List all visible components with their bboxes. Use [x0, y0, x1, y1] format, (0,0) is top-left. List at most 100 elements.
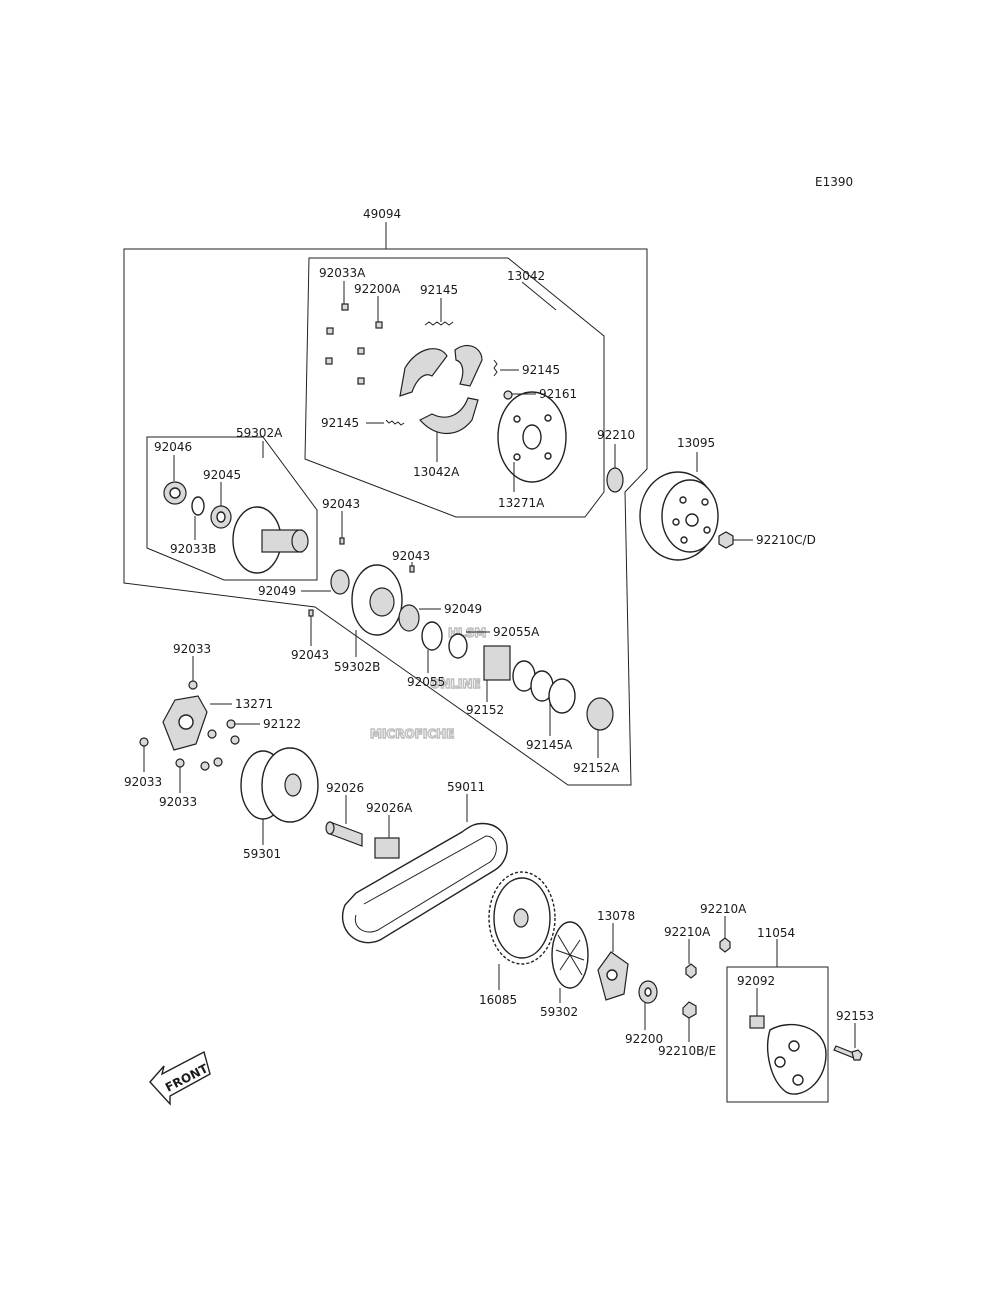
part-labels: 49094 92033A 92200A 92145 13042 92145 92… [124, 207, 874, 1058]
diagram-code: E1390 [815, 175, 853, 189]
part-label-92210: 92210 [597, 428, 635, 442]
part-label-13271: 13271 [235, 697, 273, 711]
part-label-59011: 59011 [447, 780, 485, 794]
movable-driven-face [308, 537, 614, 731]
spring-icon [424, 321, 454, 326]
clutch-plate-hub-icon [522, 424, 542, 450]
roller-icon [207, 729, 217, 739]
guide-icon [139, 737, 149, 747]
part-label-13271a: 13271A [498, 496, 545, 510]
fan-assembly [551, 921, 731, 1019]
nut-icon [503, 390, 513, 400]
nut-icon [685, 963, 697, 979]
hole-icon [788, 1040, 800, 1052]
washer-bore-icon [644, 987, 652, 997]
clutch-shoe-assembly [325, 303, 567, 483]
collar-end-icon [325, 821, 335, 835]
drive-belt-icon [341, 822, 508, 944]
pin-icon [339, 537, 345, 545]
hole-icon [703, 526, 711, 534]
collar-icon [483, 645, 511, 681]
part-label-92046: 92046 [154, 440, 192, 454]
part-label-59302: 59302 [540, 1005, 578, 1019]
part-label-92145a: 92145A [526, 738, 573, 752]
hole-icon [544, 414, 552, 422]
drive-face-bore-icon [284, 773, 302, 797]
part-label-92152: 92152 [466, 703, 504, 717]
seal-icon [330, 569, 350, 595]
leader-lines [143, 222, 856, 1048]
fan-blades-icon [555, 934, 585, 976]
ramp-plate-hub-icon [178, 714, 194, 730]
movable-drive-face [240, 747, 319, 823]
part-label-92145: 92145 [522, 363, 560, 377]
hub-end-icon [291, 529, 309, 553]
clip-icon [325, 357, 333, 365]
part-label-92055a: 92055A [493, 625, 540, 639]
part-label-92122: 92122 [263, 717, 301, 731]
hole-icon [774, 1056, 786, 1068]
part-label-92043: 92043 [322, 497, 360, 511]
spring-coil-icon [548, 678, 576, 714]
clutch-shoe-icon [419, 397, 479, 434]
bearing-bore-icon [216, 511, 226, 523]
part-label-92033: 92033 [124, 775, 162, 789]
bearing-bore-icon [169, 487, 181, 499]
collars [325, 821, 400, 859]
drive-belt-inner-icon [354, 835, 497, 933]
part-label-92026: 92026 [326, 781, 364, 795]
roller-icon [200, 761, 210, 771]
part-label-92200: 92200 [625, 1032, 663, 1046]
part-label-92145: 92145 [420, 283, 458, 297]
part-label-13078: 13078 [597, 909, 635, 923]
part-label-92033: 92033 [159, 795, 197, 809]
circlip-icon [191, 496, 205, 516]
frame-59302A [146, 436, 318, 581]
nut-icon [682, 1001, 697, 1019]
clip-icon [341, 303, 349, 311]
drive-face-sprocket [488, 871, 556, 965]
clip-icon [375, 321, 383, 329]
hole-icon [513, 415, 521, 423]
hole-icon [672, 518, 680, 526]
roller-icon [213, 757, 223, 767]
clutch-shoe-icon [399, 348, 448, 397]
assembly-frames [123, 248, 829, 1103]
part-label-13095: 13095 [677, 436, 715, 450]
clutch-shoe-icon [454, 345, 483, 387]
part-label-92210cd: 92210C/D [756, 533, 816, 547]
clip-icon [357, 377, 365, 385]
o-ring-icon [421, 621, 443, 651]
bracket-assembly [749, 1015, 863, 1095]
clutch-housing [606, 467, 734, 561]
hole-icon [679, 496, 687, 504]
part-label-92033a: 92033A [319, 266, 366, 280]
roller-icon [230, 735, 240, 745]
seal-icon [398, 604, 420, 632]
hole-icon [513, 453, 521, 461]
clip-icon [326, 327, 334, 335]
frame-49094 [123, 248, 648, 786]
hole-icon [606, 969, 618, 981]
hole-icon [792, 1074, 804, 1086]
part-label-59302a: 59302A [236, 426, 283, 440]
bracket-icon [767, 1023, 827, 1095]
nut-icon [719, 937, 731, 953]
part-label-92049: 92049 [444, 602, 482, 616]
part-label-92210be: 92210B/E [658, 1044, 716, 1058]
part-label-92033: 92033 [173, 642, 211, 656]
part-label-92153: 92153 [836, 1009, 874, 1023]
driven-face-assembly [163, 481, 309, 574]
part-label-92026a: 92026A [366, 801, 413, 815]
part-label-92043: 92043 [392, 549, 430, 563]
guide-icon [188, 680, 198, 690]
hole-icon [701, 498, 709, 506]
part-label-92200a: 92200A [354, 282, 401, 296]
part-label-11054: 11054 [757, 926, 795, 940]
o-ring-icon [448, 633, 468, 659]
part-label-92210a: 92210A [700, 902, 747, 916]
bolt-head-icon [851, 1049, 863, 1061]
spring-icon [493, 359, 498, 377]
